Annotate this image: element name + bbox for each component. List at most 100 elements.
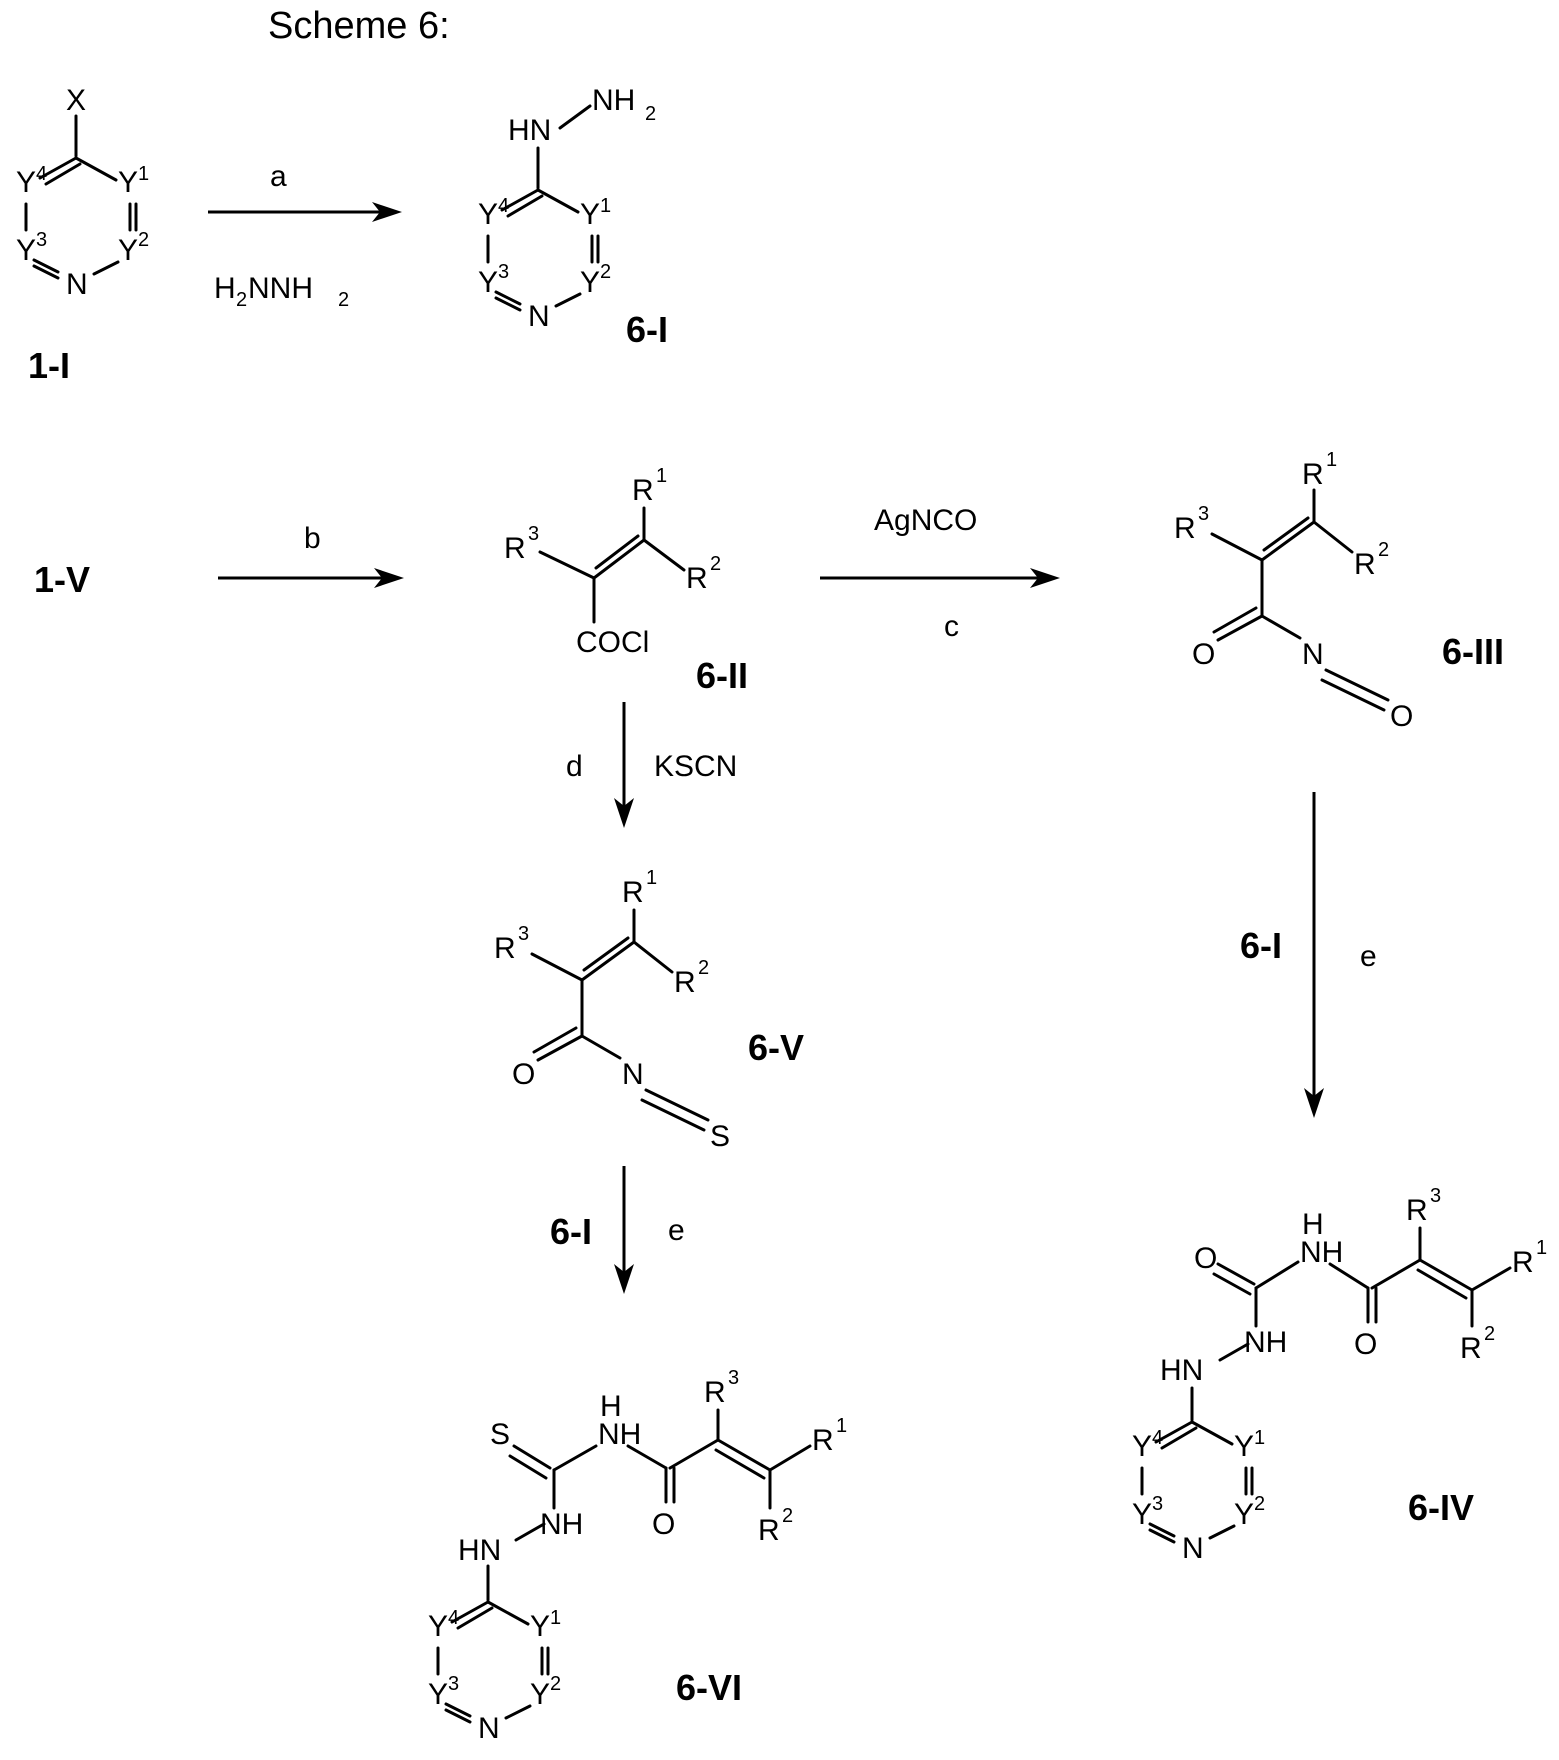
reagent-agnco: AgNCO [874, 504, 977, 537]
atom-y2: Y [118, 234, 138, 267]
atom-n: N [66, 268, 88, 301]
sup-1: 1 [646, 867, 657, 889]
reagent-6-I-left: 6-I [550, 1211, 592, 1252]
arrow-e-left: 6-I e [550, 1166, 685, 1294]
atom-y4: Y [428, 1610, 448, 1643]
atom-y1: Y [1234, 1430, 1254, 1463]
sup-1: 1 [1326, 449, 1337, 471]
sup-2: 2 [1254, 1493, 1265, 1515]
atom-y2: Y [580, 266, 600, 299]
atom-hn: HN [458, 1534, 501, 1567]
reagent-nnh: NNH [248, 272, 313, 305]
compound-6-IV: O NH H O R 3 R 1 R 2 NH HN Y 4 Y 1 Y 3 Y… [1132, 1185, 1547, 1565]
sup-2: 2 [138, 229, 149, 251]
atom-h: H [1302, 1208, 1324, 1241]
arrow-c: AgNCO c [820, 504, 1060, 643]
label-1-I: 1-I [28, 345, 70, 386]
atom-nh2: NH [592, 84, 635, 117]
sup-2: 2 [698, 957, 709, 979]
sub-2: 2 [645, 103, 656, 125]
sup-2: 2 [1378, 539, 1389, 561]
sup-3: 3 [528, 523, 539, 545]
atom-h: H [600, 1390, 622, 1423]
atom-y4: Y [16, 166, 36, 199]
atom-r1: R [632, 474, 654, 507]
condition-b: b [304, 522, 321, 555]
atom-r3: R [504, 532, 526, 565]
atom-r2: R [1354, 548, 1376, 581]
atom-r3: R [704, 1376, 726, 1409]
sup-2: 2 [710, 553, 721, 575]
sup-4: 4 [36, 163, 47, 185]
atom-n: N [478, 1712, 500, 1745]
atom-y1: Y [530, 1610, 550, 1643]
sup-2: 2 [782, 1505, 793, 1527]
atom-o: O [512, 1058, 535, 1091]
atom-y3: Y [478, 266, 498, 299]
sup-3: 3 [1152, 1493, 1163, 1515]
sup-4: 4 [498, 195, 509, 217]
atom-n: N [1182, 1532, 1204, 1565]
sup-4: 4 [1152, 1427, 1163, 1449]
sup-2: 2 [1484, 1323, 1495, 1345]
atom-r1: R [622, 876, 644, 909]
label-6-III: 6-III [1442, 631, 1504, 672]
atom-y2: Y [530, 1678, 550, 1711]
sub-2: 2 [338, 289, 349, 311]
atom-y2: Y [1234, 1498, 1254, 1531]
sup-1: 1 [600, 195, 611, 217]
atom-y4: Y [478, 198, 498, 231]
reagent-6-I-right: 6-I [1240, 925, 1282, 966]
arrow-a: a H 2 NNH 2 [208, 160, 402, 311]
atom-y1: Y [580, 198, 600, 231]
atom-y3: Y [1132, 1498, 1152, 1531]
label-6-IV: 6-IV [1408, 1487, 1474, 1528]
label-6-VI: 6-VI [676, 1667, 742, 1708]
label-6-II: 6-II [696, 655, 748, 696]
condition-e-left: e [668, 1214, 685, 1247]
atom-n: N [1302, 638, 1324, 671]
atom-nh: NH [540, 1508, 583, 1541]
compound-6-III: R 3 R 1 R 2 O N O 6-III [1174, 449, 1504, 733]
compound-6-II: R 3 R 1 R 2 COCl 6-II [504, 465, 748, 696]
atom-y3: Y [428, 1678, 448, 1711]
sup-1: 1 [836, 1415, 847, 1437]
compound-6-I: HN NH 2 Y 4 Y 1 Y 3 Y 2 N 6-I [478, 84, 668, 350]
atom-y1: Y [118, 166, 138, 199]
atom-o: O [1192, 638, 1215, 671]
atom-r2: R [758, 1514, 780, 1547]
sup-1: 1 [138, 163, 149, 185]
reagent-kscn: KSCN [654, 750, 737, 783]
atom-cocl: COCl [576, 626, 649, 659]
sup-2: 2 [600, 261, 611, 283]
condition-a: a [270, 160, 287, 193]
sup-4: 4 [448, 1607, 459, 1629]
compound-6-V: R 3 R 1 R 2 O N S 6-V [494, 867, 804, 1153]
atom-r3: R [1174, 512, 1196, 545]
sup-3: 3 [728, 1367, 739, 1389]
atom-r3: R [494, 932, 516, 965]
compound-1-I: X Y 4 Y 1 Y 3 Y 2 N 1-I [16, 84, 149, 386]
sup-3: 3 [518, 923, 529, 945]
sup-1: 1 [656, 465, 667, 487]
atom-o: O [652, 1508, 675, 1541]
atom-r2: R [1460, 1332, 1482, 1365]
atom-hn: HN [508, 114, 551, 147]
condition-e-right: e [1360, 940, 1377, 973]
label-1-V: 1-V [34, 559, 90, 600]
condition-d: d [566, 750, 583, 783]
atom-r3: R [1406, 1194, 1428, 1227]
atom-s: S [710, 1120, 730, 1153]
arrow-d: d KSCN [566, 702, 737, 828]
sup-1: 1 [1254, 1427, 1265, 1449]
atom-x: X [66, 84, 86, 117]
atom-r1: R [1512, 1246, 1534, 1279]
sup-1: 1 [550, 1607, 561, 1629]
atom-y3: Y [16, 234, 36, 267]
condition-c: c [944, 610, 959, 643]
atom-o: O [1194, 1242, 1217, 1275]
atom-r1: R [1302, 458, 1324, 491]
atom-n: N [622, 1058, 644, 1091]
atom-nh: NH [1244, 1326, 1287, 1359]
